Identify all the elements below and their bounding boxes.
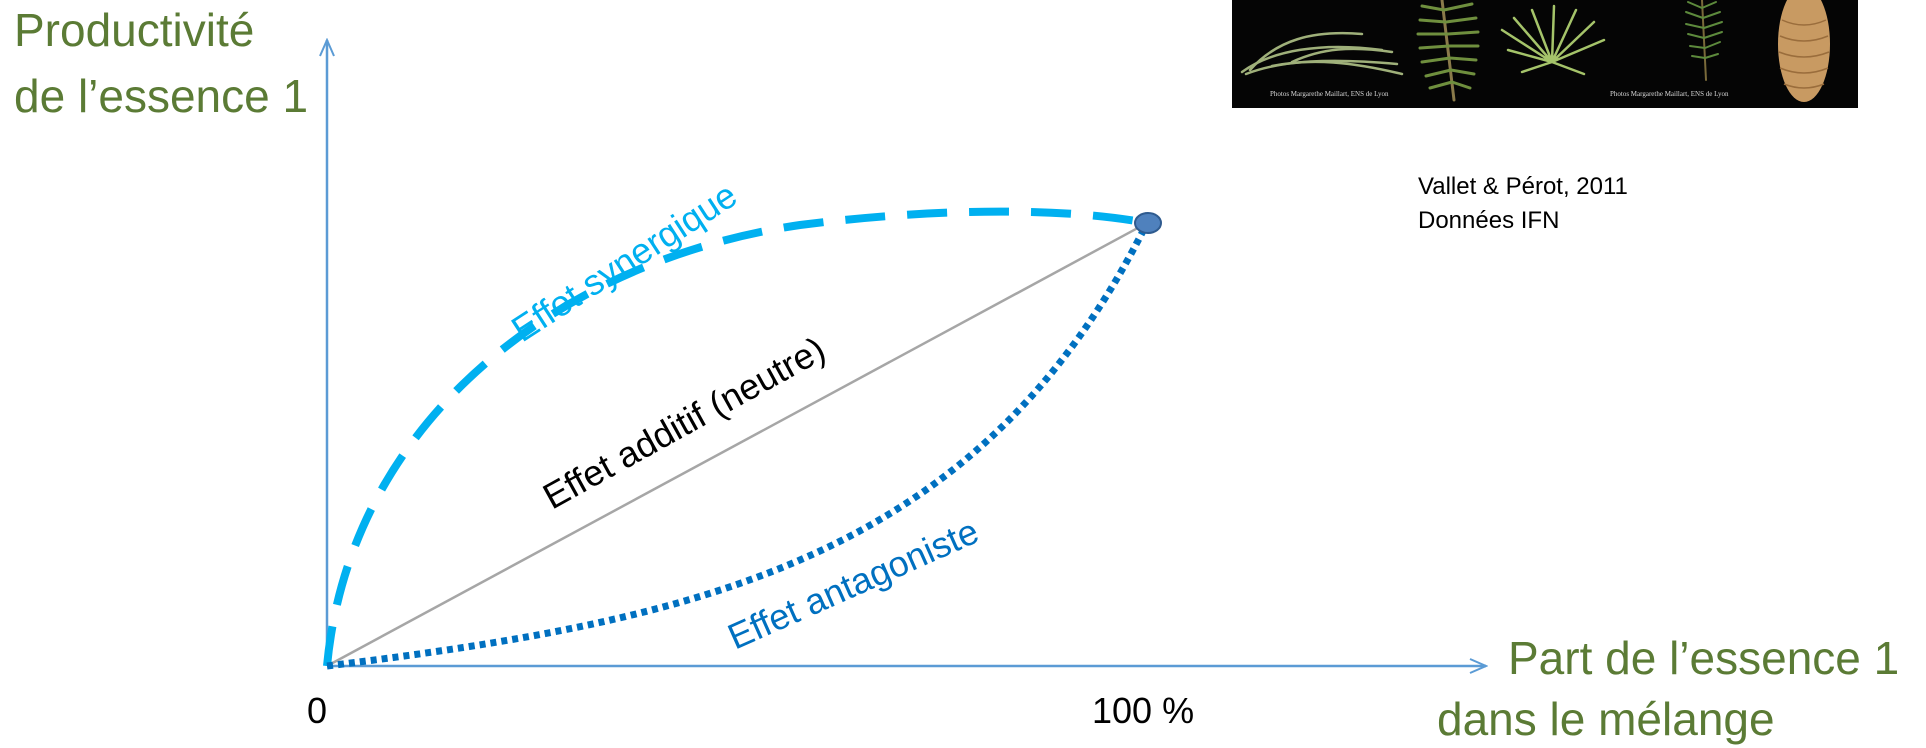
x-tick-0: 0	[307, 690, 328, 731]
synergique-label: Effet synergique	[504, 174, 744, 350]
photo-caption-left: Photos Margarethe Maillart, ENS de Lyon	[1270, 90, 1389, 98]
citation-line2: Données IFN	[1418, 207, 1560, 234]
x-axis-title-line2: dans le mélange	[1437, 693, 1775, 745]
synergique-curve	[323, 207, 1148, 667]
conifer-photo-strip: Photos Margarethe Maillart, ENS de Lyon …	[1232, 0, 1858, 108]
y-axis-title-line1: Productivité	[14, 4, 255, 56]
y-axis-title-line2: de l’essence 1	[14, 70, 309, 122]
additif-line	[326, 221, 1148, 668]
x-tick-100: 100 %	[1092, 690, 1195, 731]
citation-line1: Vallet & Pérot, 2011	[1418, 173, 1628, 200]
x-axis-title-line1: Part de l’essence 1	[1508, 632, 1900, 684]
additif-label: Effet additif (neutre)	[536, 328, 832, 517]
endpoint-marker	[1134, 212, 1162, 234]
antagoniste-label: Effet antagoniste	[722, 510, 985, 657]
antagoniste-curve	[326, 221, 1151, 670]
photo-caption-right: Photos Margarethe Maillart, ENS de Lyon	[1610, 90, 1729, 98]
conifer-photos-image	[1240, 0, 1830, 102]
